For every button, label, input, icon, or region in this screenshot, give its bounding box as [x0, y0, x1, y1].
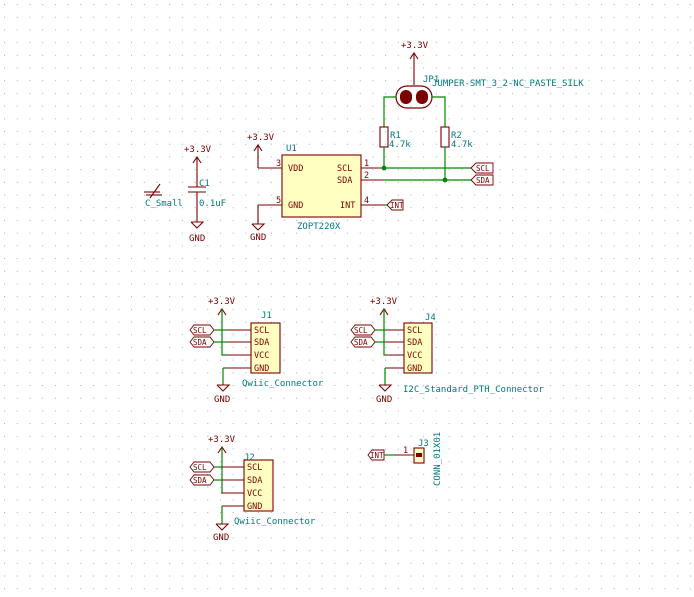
- j2-value: Qwiic_Connector: [234, 517, 316, 527]
- j4-pin2: SDA: [407, 338, 422, 348]
- j3-int-netlabel-text: INT: [370, 451, 384, 460]
- j3-ref: J3: [418, 439, 429, 449]
- j4-pin3: VCC: [407, 351, 422, 361]
- j1-scl-netlabel-text: SCL: [193, 326, 207, 335]
- j1-pin4: GND: [254, 364, 269, 374]
- j2-pin3: VCC: [247, 489, 262, 499]
- j1-pin3: VCC: [254, 351, 269, 361]
- j1-gnd-label: GND: [214, 395, 230, 405]
- wire-jp1-r1: [383, 96, 396, 127]
- r2-value: 4.7k: [451, 140, 473, 150]
- j3-symbol[interactable]: INT 1 J3 CONN_01X01: [367, 432, 443, 486]
- j4-power-label: +3.3V: [370, 297, 398, 307]
- j1-symbol[interactable]: +3.3V GND SCL SDA J1 SCL SDA VCC GND Qwi…: [189, 297, 324, 405]
- u1-ref: U1: [286, 144, 297, 154]
- jp1-symbol[interactable]: +3.3V JP1 JUMPER-SMT_3_2-NC_PASTE_SILK: [395, 41, 584, 109]
- u1-pin-scl-name: SCL: [337, 164, 352, 174]
- u1-pin-vdd-number: 3: [276, 159, 281, 169]
- jp1-pad-a: [400, 90, 412, 104]
- j2-ref: J2: [244, 453, 255, 463]
- wire-jp1-r2: [432, 96, 446, 127]
- u1-body: [281, 154, 362, 218]
- j2-body: [243, 459, 274, 512]
- j3-value: CONN_01X01: [433, 432, 443, 486]
- c1-ref: C1: [199, 179, 210, 189]
- jp1-value: JUMPER-SMT_3_2-NC_PASTE_SILK: [432, 79, 584, 89]
- u1-value: ZOPT220X: [297, 222, 341, 232]
- r1-value: 4.7k: [389, 140, 411, 150]
- j4-value: I2C_Standard_PTH_Connector: [403, 385, 544, 395]
- junction-sda: [442, 177, 448, 183]
- j1-body: [250, 322, 281, 374]
- j4-ref: J4: [425, 313, 436, 323]
- j2-pin2: SDA: [247, 476, 262, 486]
- j4-symbol[interactable]: +3.3V GND SCL SDA J4 SCL SDA VCC GND I2C…: [350, 297, 544, 405]
- jp1-ref: JP1: [423, 75, 439, 85]
- c1-value: 0.1uF: [199, 199, 226, 209]
- j2-power-label: +3.3V: [208, 435, 236, 445]
- jp1-pad-b: [416, 90, 428, 104]
- netlabel-u1-sda-text: SDA: [476, 176, 490, 185]
- j3-pin-mark: [416, 453, 422, 457]
- j1-pin1: SCL: [254, 326, 269, 336]
- u1-gnd-power: GND: [250, 205, 266, 243]
- j2-symbol[interactable]: +3.3V GND SCL SDA J2 SCL SDA VCC GND Qwi…: [189, 435, 316, 543]
- u1-pin-vdd-name: VDD: [288, 164, 303, 174]
- u1-pin-gnd-number: 5: [276, 196, 281, 206]
- u1-vdd-power: +3.3V: [247, 133, 275, 168]
- u1-power-label: +3.3V: [247, 133, 275, 143]
- junction-scl: [381, 165, 387, 171]
- u1-gnd-label: GND: [250, 233, 266, 243]
- c1-power-label: +3.3V: [184, 145, 212, 155]
- j3-pin-number: 1: [403, 446, 408, 456]
- u1-pin-sda-name: SDA: [337, 176, 352, 186]
- u1-pin-scl-number: 1: [364, 159, 369, 169]
- netlabel-u1-int-text: INT: [390, 201, 404, 210]
- r1-ref: R1: [390, 131, 401, 141]
- j1-sda-netlabel-text: SDA: [193, 338, 207, 347]
- u1-pin-gnd-name: GND: [288, 201, 303, 211]
- c1-gnd-label: GND: [189, 234, 205, 244]
- u1-symbol[interactable]: U1 ZOPT220X 3 5 VDD GND 1 2 4 SCL SDA IN…: [258, 144, 384, 232]
- u1-pin-int-name: INT: [340, 201, 355, 211]
- netlabel-u1-scl[interactable]: SCL: [470, 162, 494, 174]
- netlabel-u1-int[interactable]: INT: [386, 199, 404, 211]
- c1-symbol[interactable]: +3.3V GND C1 0.1uF C_Small: [144, 145, 226, 244]
- j4-pin1: SCL: [407, 326, 422, 336]
- netlabel-u1-scl-text: SCL: [476, 164, 490, 173]
- j1-value: Qwiic_Connector: [242, 379, 324, 389]
- r2-ref: R2: [451, 131, 462, 141]
- c1-ghost-lead: [149, 183, 161, 199]
- j1-ref: J1: [261, 311, 272, 321]
- j4-sda-netlabel-text: SDA: [354, 338, 368, 347]
- j1-power-label: +3.3V: [208, 297, 236, 307]
- u1-pin-int-number: 4: [364, 196, 369, 206]
- j2-pin4: GND: [247, 502, 262, 512]
- j4-body: [403, 322, 433, 374]
- j2-gnd-label: GND: [213, 533, 229, 543]
- j1-pin2: SDA: [254, 338, 269, 348]
- j4-pin4: GND: [407, 364, 422, 374]
- j4-gnd-label: GND: [376, 395, 392, 405]
- j2-scl-netlabel-text: SCL: [193, 463, 207, 472]
- c1-value2: C_Small: [145, 199, 183, 209]
- u1-pin-sda-number: 2: [364, 171, 369, 181]
- j2-pin1: SCL: [247, 463, 262, 473]
- netlabel-u1-sda[interactable]: SDA: [470, 174, 494, 186]
- j2-sda-netlabel-text: SDA: [193, 476, 207, 485]
- jp1-power-label: +3.3V: [401, 41, 429, 51]
- j4-scl-netlabel-text: SCL: [354, 326, 368, 335]
